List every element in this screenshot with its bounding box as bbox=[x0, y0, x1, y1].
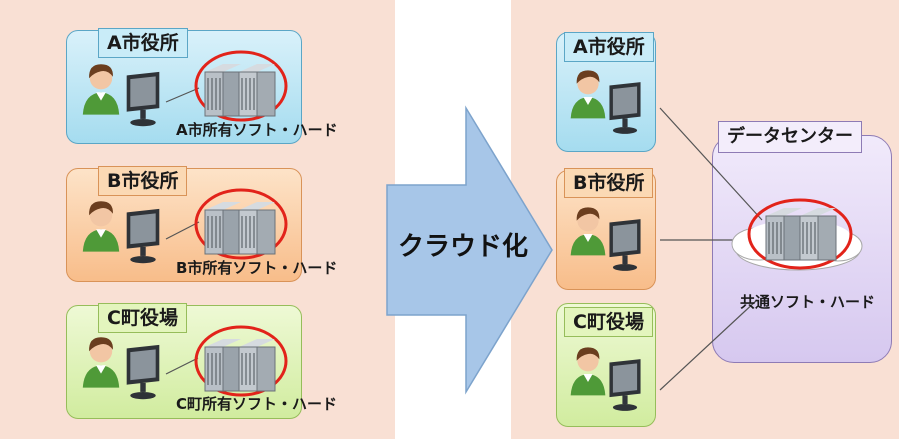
monitor-icon bbox=[606, 357, 644, 413]
office-c-title: C町役場 bbox=[98, 303, 187, 333]
monitor-icon bbox=[606, 80, 644, 136]
datacenter-title: データセンター bbox=[718, 121, 862, 153]
monitor-icon bbox=[123, 70, 163, 128]
office-b-caption: B市所有ソフト・ハード bbox=[176, 259, 338, 277]
highlight-rings bbox=[194, 50, 853, 397]
person-icon bbox=[568, 203, 608, 257]
office-c-caption: C町所有ソフト・ハード bbox=[176, 395, 338, 413]
monitor-icon bbox=[123, 343, 163, 401]
office-a-caption: A市所有ソフト・ハード bbox=[176, 121, 338, 139]
monitor-icon bbox=[123, 207, 163, 265]
server-icon bbox=[762, 206, 838, 262]
cloud-migration-arrow bbox=[386, 105, 553, 395]
person-icon bbox=[568, 343, 608, 397]
monitor-icon bbox=[606, 217, 644, 273]
server-icon bbox=[200, 200, 278, 256]
datacenter-caption: 共通ソフト・ハード bbox=[740, 293, 876, 311]
person-icon bbox=[80, 60, 122, 116]
person-icon bbox=[568, 66, 608, 120]
shared-office-b-title: B市役所 bbox=[564, 168, 654, 198]
shared-office-c-title: C町役場 bbox=[564, 307, 653, 337]
server-icon bbox=[200, 62, 278, 118]
arrow-label: クラウド化 bbox=[398, 232, 529, 262]
server-icon bbox=[200, 337, 278, 393]
connection-lines bbox=[165, 87, 763, 391]
person-icon bbox=[80, 197, 122, 253]
office-b-title: B市役所 bbox=[98, 166, 188, 196]
office-a-title: A市役所 bbox=[98, 28, 188, 58]
person-icon bbox=[80, 333, 122, 389]
shared-office-a-title: A市役所 bbox=[564, 32, 654, 62]
